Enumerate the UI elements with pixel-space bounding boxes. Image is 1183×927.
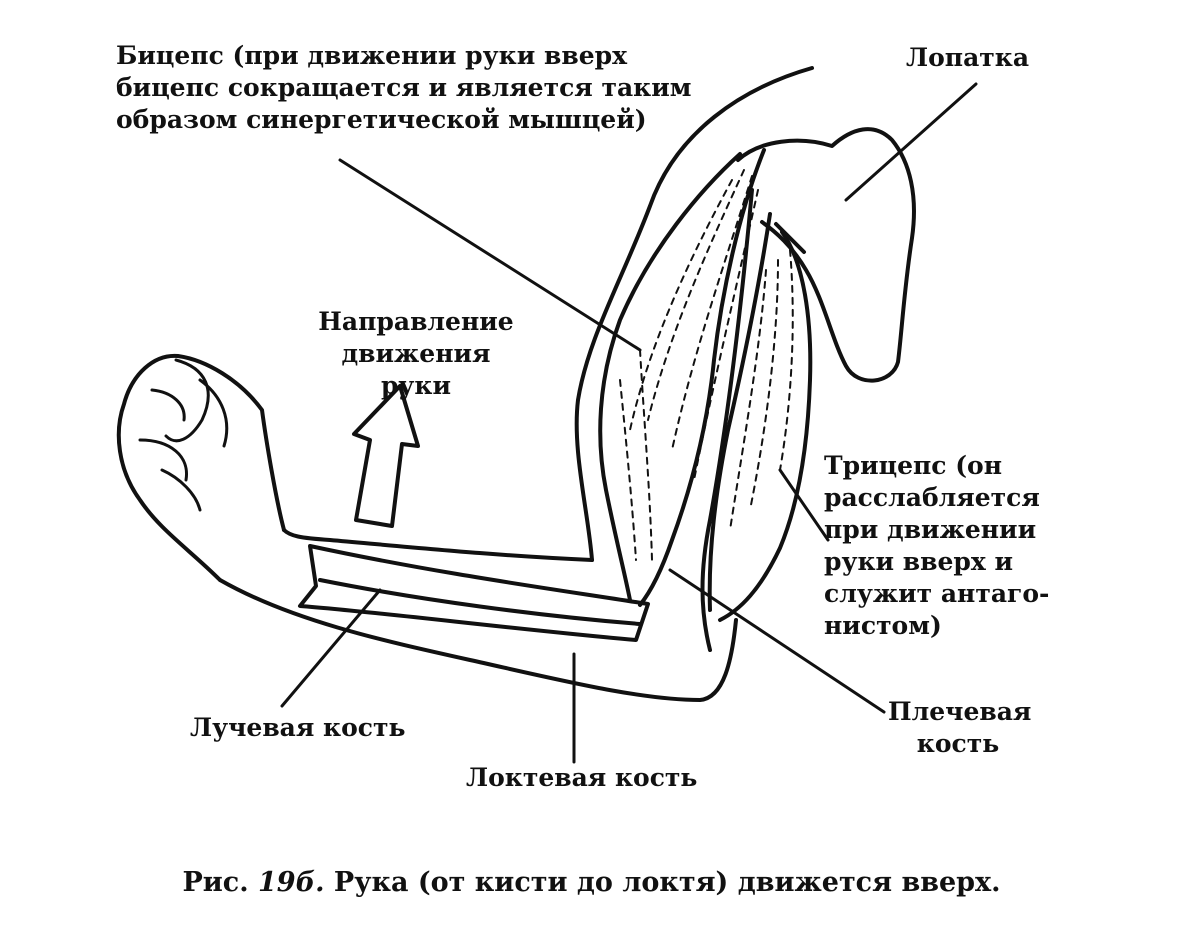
leader-lines xyxy=(280,82,978,764)
scapula-outline xyxy=(736,127,916,383)
humerus-label-line-1: Плечевая xyxy=(888,697,1032,726)
fist xyxy=(116,353,286,582)
forearm-upper-edge xyxy=(282,528,594,562)
triceps-label-line-1: Трицепс (он xyxy=(824,451,1003,480)
triceps-label-line-4: руки вверх и xyxy=(824,547,1014,576)
humerus-bone xyxy=(700,188,806,652)
direction-label-line-1: Направление xyxy=(318,307,514,336)
radius-bone xyxy=(298,544,650,642)
ulna-bone xyxy=(318,578,642,626)
biceps-label-line-3: образом синергетической мышцей) xyxy=(116,105,647,134)
direction-label-line-2: движения руки xyxy=(341,339,491,400)
humerus-label-line-2: кость xyxy=(916,729,1000,758)
triceps-label-line-3: при движении xyxy=(824,515,1037,544)
biceps-inner-edge xyxy=(638,148,766,607)
humerus-label: Плечевая кость xyxy=(888,696,1032,760)
forearm-lower-edge xyxy=(218,578,738,702)
triceps-label-line-5: служит антаго- xyxy=(824,579,1050,608)
upper-arm-outline xyxy=(574,66,814,562)
muscle-fibres xyxy=(619,169,794,561)
direction-arrow xyxy=(352,384,420,528)
ulna-label: Локтевая кость xyxy=(466,763,698,792)
biceps-label: Бицепс (при движении руки вверх бицепс с… xyxy=(116,40,691,136)
biceps-label-line-2: бицепс сокращается и является таким xyxy=(116,73,692,102)
fist-fingers xyxy=(138,358,229,512)
scapula-label: Лопатка xyxy=(906,43,1030,72)
triceps-label: Трицепс (он расслабляется при движении р… xyxy=(824,450,1049,642)
triceps-label-line-6: нистом) xyxy=(824,611,942,640)
triceps-muscle xyxy=(718,230,813,622)
caption-text: Рука (от кисти до локтя) движется вверх. xyxy=(333,867,1001,898)
figure-caption: Рис. 19б. Рука (от кисти до локтя) движе… xyxy=(0,867,1183,898)
triceps-inner-edge xyxy=(707,212,772,612)
direction-label: Направление движения руки xyxy=(306,306,526,402)
radius-label: Лучевая кость xyxy=(190,713,406,742)
caption-number: 19б. xyxy=(258,867,325,898)
biceps-muscle xyxy=(598,152,742,602)
triceps-label-line-2: расслабляется xyxy=(824,483,1040,512)
caption-prefix: Рис. xyxy=(182,867,249,898)
biceps-label-line-1: Бицепс (при движении руки вверх xyxy=(116,41,627,70)
